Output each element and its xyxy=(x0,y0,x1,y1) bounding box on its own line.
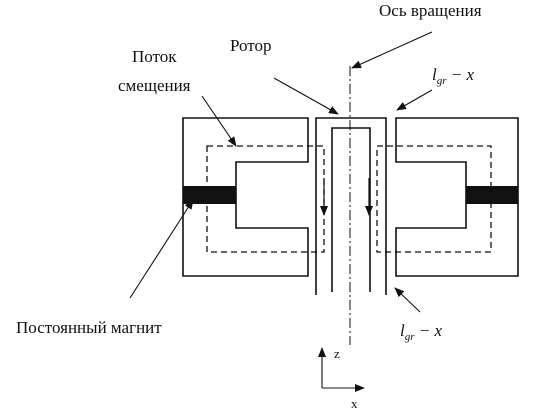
bias-flux-label-line1: Поток xyxy=(132,47,177,66)
gap-top-leader xyxy=(396,89,433,111)
gap-bottom-label: lgr − x xyxy=(400,321,442,343)
rotation-axis-label: Ось вращения xyxy=(379,1,482,20)
rotor xyxy=(315,117,387,295)
left-permanent-magnet xyxy=(183,186,236,204)
x-axis-label: x xyxy=(351,396,358,411)
bias-flux-label-line2: смещения xyxy=(118,76,191,95)
right-permanent-magnet xyxy=(466,186,518,204)
gap-bottom-leader xyxy=(394,287,421,313)
z-axis-label: z xyxy=(334,346,340,361)
right-bias-flux-loop xyxy=(376,145,492,253)
gap-top-label: lgr − x xyxy=(432,65,474,87)
permanent-magnet-label: Постоянный магнит xyxy=(16,318,162,337)
left-bias-flux-loop xyxy=(206,145,325,253)
rotation-axis-leader xyxy=(351,31,433,69)
left-stator-core xyxy=(182,117,309,277)
rotor-label: Ротор xyxy=(230,36,272,55)
rotor-inner-wall xyxy=(331,127,371,292)
rotor-leader xyxy=(273,77,339,115)
bias-flux-leader xyxy=(201,95,237,147)
permanent-magnet-leader xyxy=(129,199,194,299)
right-stator-core xyxy=(395,117,519,277)
